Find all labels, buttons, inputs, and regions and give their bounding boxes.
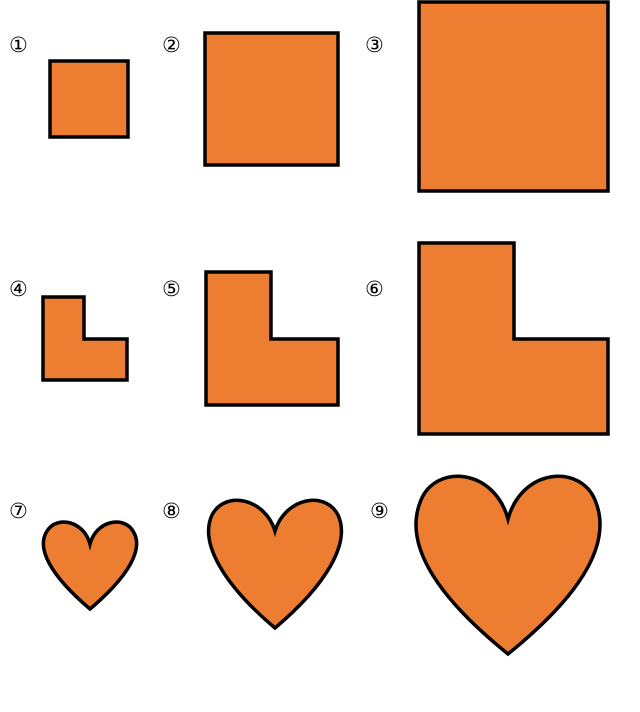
item-6: ⑥: [365, 241, 610, 436]
label-5: ⑤: [162, 277, 181, 301]
label-9: ⑨: [370, 499, 389, 523]
label-8: ⑧: [162, 499, 181, 523]
item-9: ⑨: [370, 474, 602, 657]
item-8: ⑧: [162, 498, 344, 631]
label-3: ③: [365, 33, 384, 57]
label-7: ⑦: [9, 499, 28, 523]
item-7: ⑦: [9, 499, 139, 612]
item-3: ③: [365, 0, 610, 193]
square-large: [417, 0, 610, 193]
heart-medium: [206, 498, 344, 631]
label-6: ⑥: [365, 277, 384, 301]
heart-small: [41, 520, 139, 612]
label-1: ①: [9, 33, 28, 57]
item-2: ②: [162, 31, 340, 167]
label-2: ②: [162, 33, 181, 57]
item-1: ①: [9, 33, 130, 139]
heart-large: [414, 474, 602, 657]
item-5: ⑤: [162, 270, 340, 407]
l-shape-medium: [204, 270, 340, 407]
item-4: ④: [9, 277, 129, 382]
square-small: [48, 59, 130, 139]
l-shape-small: [41, 295, 129, 382]
label-4: ④: [9, 277, 28, 301]
l-shape-large: [417, 241, 610, 436]
square-medium: [203, 31, 340, 167]
